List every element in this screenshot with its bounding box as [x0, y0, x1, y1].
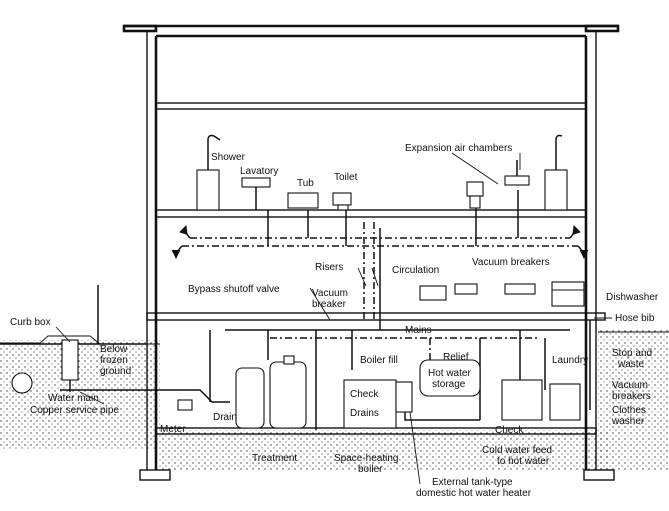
leader-lines — [55, 152, 612, 485]
water-main-pipe — [11, 372, 33, 394]
label-hot-water-storage-1: Hot water — [428, 368, 471, 379]
label-water-main: Water main — [48, 393, 99, 404]
label-vacuum-breaker-2: breaker — [312, 299, 347, 310]
labels: Shower Lavatory Tub Toilet Expansion air… — [10, 143, 659, 499]
label-relief: Relief — [443, 352, 469, 363]
label-boiler-fill: Boiler fill — [360, 355, 398, 366]
label-copper-service-pipe: Copper service pipe — [30, 405, 119, 416]
label-stop-and-waste-1: Stop and — [612, 348, 652, 359]
label-below-frozen-1: Below — [100, 344, 128, 355]
label-external-tank-1: External tank-type — [432, 477, 513, 488]
label-lavatory: Lavatory — [240, 166, 278, 177]
shower-stall-right — [544, 169, 568, 211]
label-vacuum-breakers-upper: Vacuum breakers — [472, 257, 550, 268]
lavatory — [241, 177, 271, 188]
label-clothes-washer-2: washer — [611, 416, 645, 427]
label-drains: Drains — [350, 408, 379, 419]
label-cold-water-feed-1: Cold water feed — [482, 445, 552, 456]
laundry-tray — [501, 379, 543, 421]
label-dishwasher: Dishwasher — [606, 292, 659, 303]
kitchen-sink — [454, 283, 478, 295]
label-clothes-washer-1: Clothes — [612, 405, 646, 416]
label-vacuum-breakers-lower-1: Vacuum — [612, 380, 648, 391]
treatment-tank-1 — [235, 367, 265, 429]
label-shower: Shower — [211, 152, 246, 163]
label-toilet: Toilet — [334, 172, 358, 183]
upper-fixtures — [196, 134, 568, 211]
space-heating-boiler — [343, 379, 397, 429]
kitchen-appliance — [419, 285, 447, 301]
label-bypass-shutoff-valve: Bypass shutoff valve — [188, 284, 280, 295]
basement-equipment — [177, 355, 581, 429]
label-external-tank-2: domestic hot water heater — [416, 488, 532, 499]
hot-water-storage-tank — [419, 359, 481, 397]
label-hot-water-storage-2: storage — [432, 379, 466, 390]
lavatory-right — [504, 175, 530, 186]
label-curb-box: Curb box — [10, 317, 51, 328]
label-circulation: Circulation — [392, 265, 439, 276]
label-drain: Drain — [213, 412, 237, 423]
label-space-heating-boiler-2: boiler — [358, 464, 383, 475]
label-treatment: Treatment — [252, 453, 297, 464]
label-check-2: Check — [495, 425, 524, 436]
treatment-tank-2 — [269, 361, 307, 429]
clothes-washer-unit — [549, 383, 581, 421]
label-below-frozen-3: ground — [100, 366, 131, 377]
toilet-right — [466, 181, 484, 197]
label-expansion-air-chambers: Expansion air chambers — [405, 143, 512, 154]
label-check-1: Check — [350, 389, 379, 400]
label-tub: Tub — [297, 178, 314, 189]
label-stop-and-waste-2: waste — [617, 359, 645, 370]
label-laundry: Laundry — [552, 355, 588, 366]
basement-piping — [11, 285, 591, 430]
shower-stall — [196, 169, 220, 211]
label-vacuum-breakers-lower-2: breakers — [612, 391, 651, 402]
label-mains: Mains — [405, 325, 432, 336]
water-meter — [177, 399, 193, 411]
dishwasher-unit — [551, 281, 585, 307]
tub — [287, 192, 319, 209]
label-below-frozen-2: frozen — [100, 355, 128, 366]
label-vacuum-breaker-1: Vacuum — [312, 288, 348, 299]
bar-sink — [504, 283, 536, 295]
label-cold-water-feed-2: to hot water — [497, 456, 550, 467]
label-risers: Risers — [315, 262, 343, 273]
curb-box-shaft — [61, 339, 79, 381]
label-meter: Meter — [160, 424, 186, 435]
toilet — [332, 192, 352, 206]
label-hose-bib: Hose bib — [615, 313, 655, 324]
ground — [0, 330, 669, 470]
external-water-heater — [395, 381, 413, 413]
upper-piping — [171, 190, 589, 330]
label-space-heating-boiler-1: Space-heating — [334, 453, 399, 464]
